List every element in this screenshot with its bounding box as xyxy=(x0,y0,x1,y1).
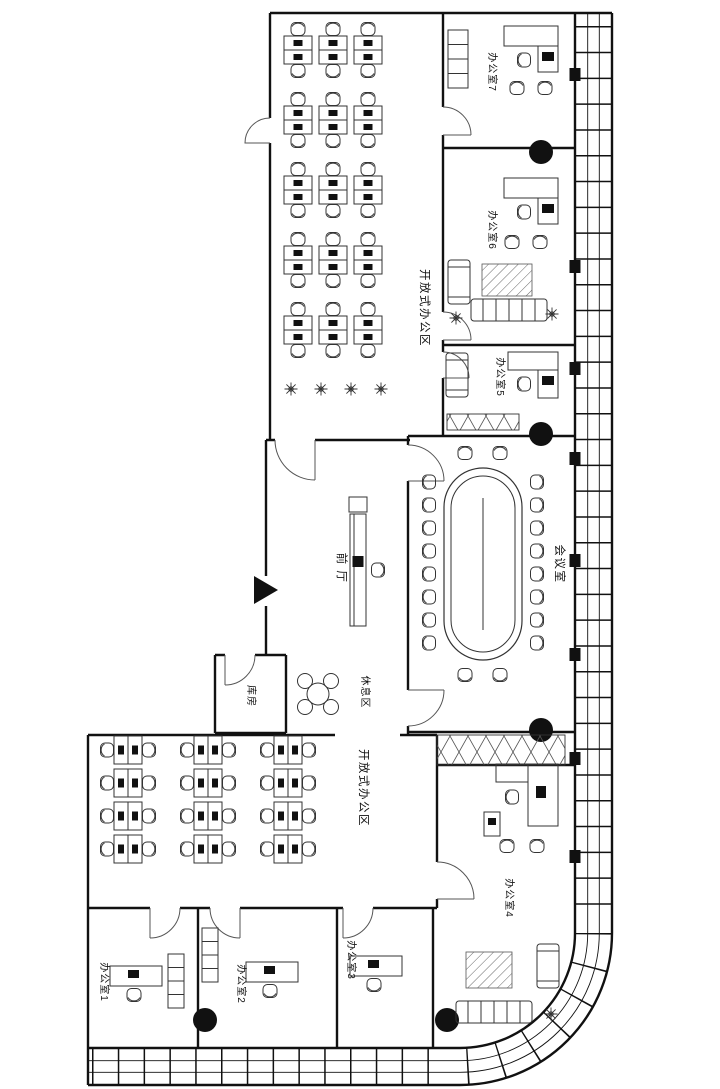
office-2 xyxy=(201,927,299,998)
office-4 xyxy=(455,763,560,1024)
room-label-office7: 办公室7 xyxy=(486,52,499,92)
office-3 xyxy=(349,955,403,992)
office-6 xyxy=(447,177,559,325)
office-1 xyxy=(109,953,185,1009)
room-label-office5: 办公室5 xyxy=(494,357,507,397)
room-label-office4: 办公室4 xyxy=(503,878,516,918)
room-label-meeting-room: 会议室 xyxy=(553,545,567,584)
room-label-office3: 办公室3 xyxy=(345,940,358,980)
open-office-bottom-desks xyxy=(100,735,316,864)
office-5 xyxy=(445,351,559,399)
entrance-arrow xyxy=(254,576,278,604)
room-label-office2: 办公室2 xyxy=(235,964,248,1004)
meeting-room xyxy=(422,446,544,682)
rest-area xyxy=(297,673,339,715)
doors xyxy=(149,106,475,939)
room-label-office6: 办公室6 xyxy=(486,210,499,250)
open-office-top-desks xyxy=(283,22,383,358)
hatched-zones xyxy=(436,413,566,766)
conference-table xyxy=(443,467,523,661)
structural-columns xyxy=(193,140,553,1032)
open-office-top-plants xyxy=(284,382,388,396)
reception-desk xyxy=(348,496,368,627)
room-label-storage: 库房 xyxy=(245,685,258,707)
room-label-open-office-top: 开放式办公区 xyxy=(418,269,432,347)
room-label-front-hall: 前 厅 xyxy=(335,553,349,584)
exterior-walls xyxy=(86,11,612,1048)
wall-column-markers xyxy=(569,68,581,863)
curtain-wall-facade xyxy=(86,13,614,1087)
office-7 xyxy=(447,25,559,95)
room-label-office1: 办公室1 xyxy=(98,962,111,1002)
room-label-rest-area: 休息区 xyxy=(359,676,372,709)
front-hall xyxy=(254,496,385,627)
interior-walls xyxy=(88,13,575,1048)
room-label-open-office-bottom: 开放式办公区 xyxy=(357,749,371,827)
